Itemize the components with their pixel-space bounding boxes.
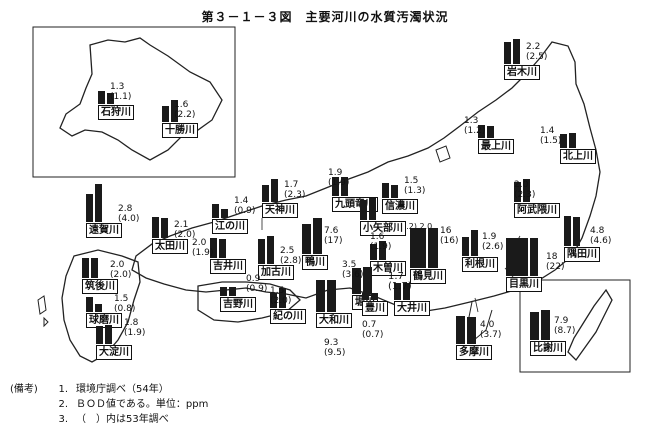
hokkaido-outline xyxy=(59,37,223,161)
river-label: 加古川 xyxy=(258,265,294,280)
river-label: 鶴見川 xyxy=(410,269,446,284)
river-label: 木曽川 xyxy=(370,261,406,276)
river-label: 多摩川 xyxy=(456,345,492,360)
notes-label: (備考) xyxy=(10,384,38,395)
river-label: 最上川 xyxy=(478,139,514,154)
note-text: （ ）内は53年調べ xyxy=(76,414,169,425)
figure-title: 第３－１－３図 主要河川の水質汚濁状況 xyxy=(201,10,449,24)
river-label: 北上川 xyxy=(560,149,596,164)
okinawa-inset-frame xyxy=(519,279,631,373)
river-label: 岩木川 xyxy=(504,65,540,80)
river-label: 小矢部川 xyxy=(360,221,406,236)
river-label: 鴨川 xyxy=(302,255,328,270)
river-label: 吉野川 xyxy=(220,297,256,312)
river-label: 紀の川 xyxy=(270,309,306,324)
river-label: 隅田川 xyxy=(564,247,600,262)
river-label: 遠賀川 xyxy=(86,223,122,238)
river-label: 大淀川 xyxy=(96,345,132,360)
note-text: 環境庁調べ（54年） xyxy=(76,384,169,395)
shikoku-outline xyxy=(197,281,301,323)
river-label: 大井川 xyxy=(394,301,430,316)
river-label: 太田川 xyxy=(152,239,188,254)
river-label: 筑後川 xyxy=(82,279,118,294)
river-label: 利根川 xyxy=(462,257,498,272)
hokkaido-inset-frame xyxy=(32,26,236,178)
river-label: 球磨川 xyxy=(86,313,122,328)
okinawa-outline xyxy=(567,288,613,362)
river-label: 天神川 xyxy=(262,203,298,218)
river-label: 吉井川 xyxy=(210,259,246,274)
note-text: ＢＯＤ値である。単位：ppm xyxy=(76,399,209,410)
river-label: 目黒川 xyxy=(506,277,542,292)
river-label: 信濃川 xyxy=(382,199,418,214)
river-label: 比謝川 xyxy=(530,341,566,356)
river-label: 阿武隈川 xyxy=(514,203,560,218)
river-label: 江の川 xyxy=(212,219,248,234)
notes: (備考) 1. 環境庁調べ（54年） 2. ＢＯＤ値である。単位：ppm 3. … xyxy=(10,384,209,425)
honshu-outline xyxy=(131,41,601,313)
river-label: 石狩川 xyxy=(98,105,134,120)
river-label: 豊川 xyxy=(362,301,388,316)
river-label: 十勝川 xyxy=(162,123,198,138)
river-label: 大和川 xyxy=(316,313,352,328)
